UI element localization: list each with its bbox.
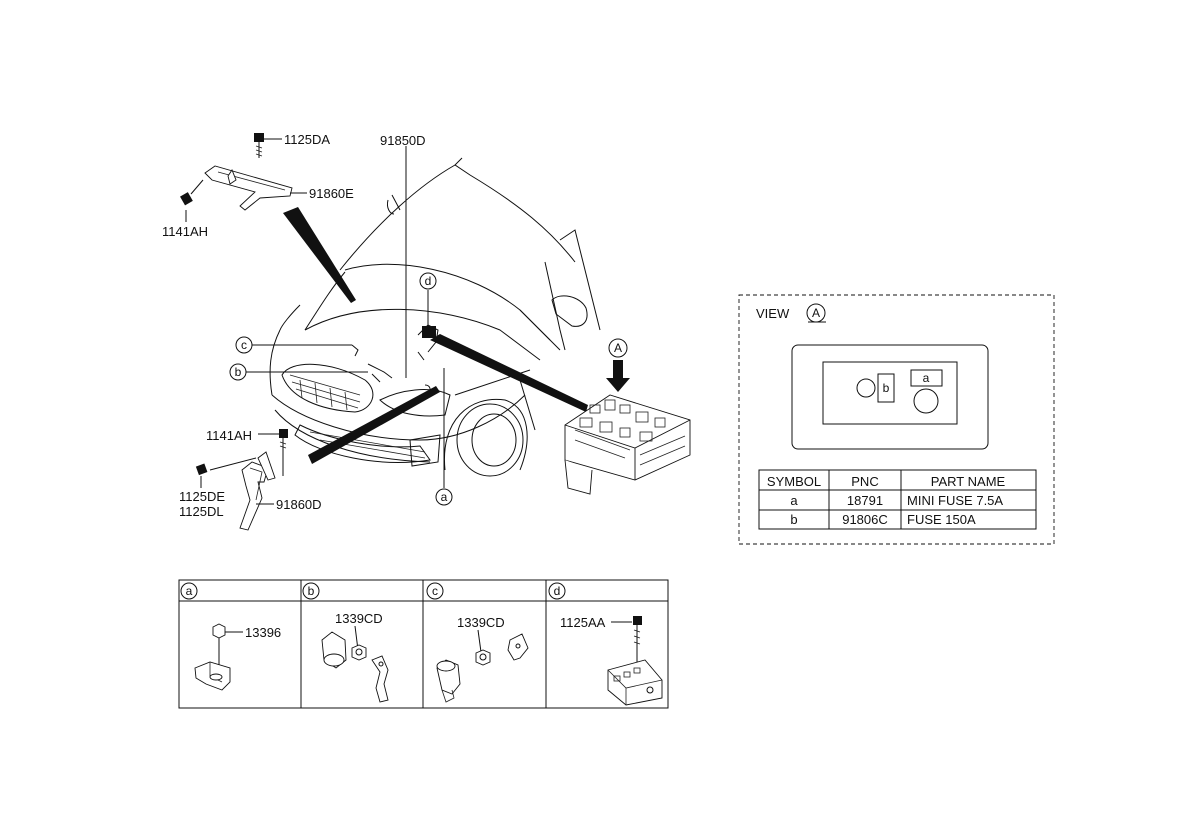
connector-c-icon xyxy=(436,659,461,703)
nut-b-icon xyxy=(351,644,367,661)
table-cell: MINI FUSE 7.5A xyxy=(907,493,1003,508)
callout-leaders xyxy=(246,146,445,488)
part-labels: 1125DA 91850D 91860E 1141AH 1141AH 1125D… xyxy=(162,132,426,519)
label-1141ah-top: 1141AH xyxy=(162,224,208,239)
table-cell: 91806C xyxy=(842,512,888,527)
terminal-clip-icon xyxy=(194,661,231,691)
svg-text:c: c xyxy=(241,338,247,352)
table-cell: 18791 xyxy=(847,493,883,508)
bolt-1141ah-mid-icon xyxy=(279,429,288,476)
fuse-box-assembly xyxy=(564,360,691,495)
svg-text:b: b xyxy=(883,381,890,395)
bolt-1141ah-icon xyxy=(180,179,204,206)
label-91860e: 91860E xyxy=(309,186,354,201)
callout-d: d xyxy=(419,272,437,290)
svg-text:13396: 13396 xyxy=(245,625,281,640)
label-1125de: 1125DE xyxy=(179,489,225,504)
svg-text:d: d xyxy=(425,274,432,288)
view-symbol: A xyxy=(812,306,820,320)
terminal-b-icon xyxy=(371,655,389,703)
svg-text:a: a xyxy=(923,371,930,385)
view-label: VIEW xyxy=(756,306,790,321)
table-header-symbol: SYMBOL xyxy=(767,474,821,489)
detail-panel-c: c 1339CD xyxy=(426,582,529,703)
bolt-d-icon xyxy=(633,616,642,662)
fuse-circle-small-icon xyxy=(856,378,876,398)
callout-A: A xyxy=(608,338,628,358)
fuse-b-slot xyxy=(877,373,895,403)
detail-panel-b: b 1339CD xyxy=(302,582,389,703)
svg-text:b: b xyxy=(235,365,242,379)
callout-a: a xyxy=(435,488,453,506)
pointer-arrows xyxy=(283,207,588,464)
detail-panel-d: d 1125AA xyxy=(548,582,663,706)
table-header-pnc: PNC xyxy=(851,474,878,489)
car-illustration xyxy=(269,157,601,477)
svg-text:c: c xyxy=(432,584,438,598)
table-cell: FUSE 150A xyxy=(907,512,976,527)
view-a-panel: VIEW A b a SYMBOL PNC PART NAME a 18791 … xyxy=(738,294,1055,545)
bolt-1125de-icon xyxy=(195,463,208,488)
svg-text:d: d xyxy=(554,584,561,598)
label-1125dl: 1125DL xyxy=(179,504,224,519)
detail-panel-a: a 13396 xyxy=(180,582,281,691)
bracket-91860d xyxy=(195,429,288,531)
bracket-91860e xyxy=(180,133,307,222)
fuse-table: SYMBOL PNC PART NAME a 18791 MINI FUSE 7… xyxy=(758,469,1037,530)
svg-text:a: a xyxy=(186,584,193,598)
callout-b: b xyxy=(229,363,247,381)
svg-text:b: b xyxy=(308,584,315,598)
callout-circles: c b d a A xyxy=(229,272,628,506)
svg-text:1125AA: 1125AA xyxy=(560,615,606,630)
table-cell: a xyxy=(790,493,798,508)
svg-text:A: A xyxy=(614,341,622,355)
label-91860d: 91860D xyxy=(276,497,322,512)
detail-panels: a 13396 b 1339CD xyxy=(178,579,669,709)
bolt-1125da-icon xyxy=(254,133,264,158)
terminal-c-icon xyxy=(507,633,529,661)
svg-text:1339CD: 1339CD xyxy=(457,615,505,630)
fuse-circle-large-icon xyxy=(913,388,939,414)
fuse-a-slot xyxy=(910,369,943,387)
svg-text:1339CD: 1339CD xyxy=(335,611,383,626)
label-1141ah-mid: 1141AH xyxy=(206,428,252,443)
callout-c: c xyxy=(235,336,253,354)
wire-pieces xyxy=(351,324,439,395)
nut-c-icon xyxy=(475,649,491,666)
table-cell: b xyxy=(790,512,797,527)
table-header-part-name: PART NAME xyxy=(931,474,1006,489)
fuse-block-d-icon xyxy=(607,659,663,706)
svg-text:a: a xyxy=(441,490,448,504)
label-91850d: 91850D xyxy=(380,133,426,148)
connector-icon xyxy=(321,631,347,669)
label-1125da: 1125DA xyxy=(284,132,330,147)
